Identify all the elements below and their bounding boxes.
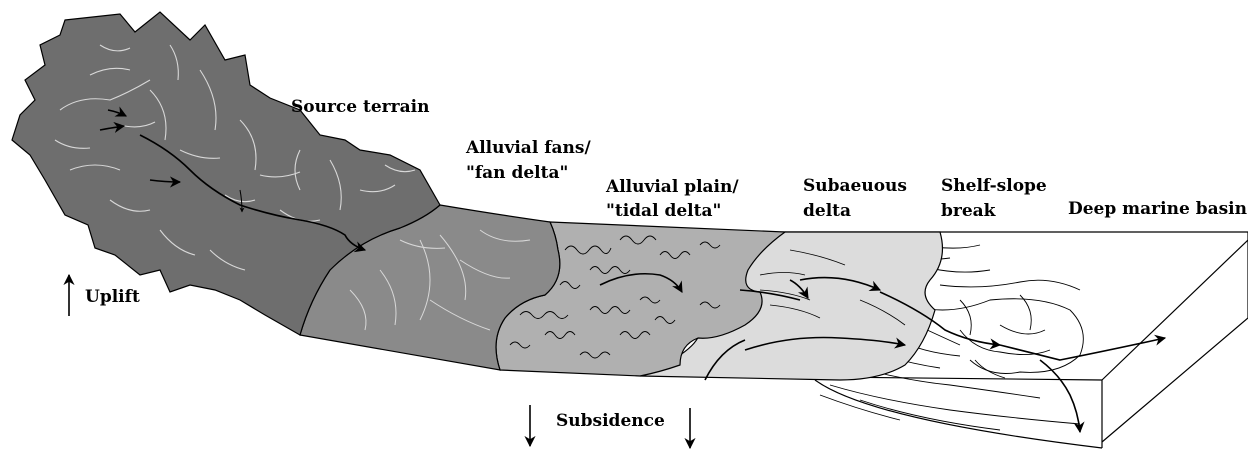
label-subaqueous-line1: Subaeuous bbox=[803, 175, 907, 197]
label-deep-marine-basin: Deep marine basin bbox=[1068, 198, 1247, 220]
label-uplift: Uplift bbox=[85, 286, 140, 308]
label-source-terrain: Source terrain bbox=[291, 96, 429, 118]
label-alluvial-fans-line1: Alluvial fans/ bbox=[466, 137, 591, 159]
label-subaqueous-line2: delta bbox=[803, 200, 851, 222]
label-shelf-line2: break bbox=[941, 200, 995, 222]
label-alluvial-plain-line2: "tidal delta" bbox=[606, 200, 721, 222]
label-alluvial-plain-line1: Alluvial plain/ bbox=[606, 176, 739, 198]
label-shelf-line1: Shelf-slope bbox=[941, 175, 1047, 197]
label-subsidence: Subsidence bbox=[556, 410, 665, 432]
label-alluvial-fans-line2: "fan delta" bbox=[466, 162, 568, 184]
